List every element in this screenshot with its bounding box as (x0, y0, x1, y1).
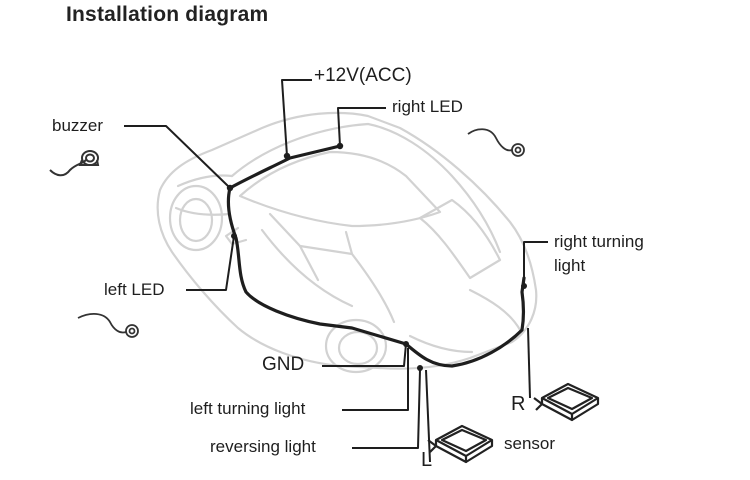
leader-left-led (186, 235, 235, 291)
wire-front (228, 144, 342, 190)
buzzer-label: buzzer (52, 116, 104, 135)
right-led-icon (467, 128, 525, 157)
right-turning-label-line1: right turning (554, 232, 644, 251)
left-led-icon (77, 313, 139, 338)
leader-gnd (322, 343, 407, 367)
sensor-r-icon (533, 382, 600, 422)
leader-sensor-r (527, 327, 531, 399)
right-led-label: right LED (392, 97, 463, 116)
junction-dots (226, 142, 527, 371)
gnd-label: GND (262, 354, 305, 375)
leader-lines (124, 79, 548, 463)
leader-reversing (352, 369, 421, 449)
car-outline (156, 111, 538, 374)
reversing-label: reversing light (210, 437, 316, 456)
acc-label: +12V(ACC) (314, 65, 412, 86)
sensor-label: sensor (504, 434, 556, 453)
leader-right-led (337, 107, 386, 147)
diagram-title: Installation diagram (66, 3, 269, 26)
wiring-harness (226, 144, 526, 368)
leader-left-turning (342, 348, 409, 411)
sensor-r-label: R (511, 393, 526, 415)
leader-sensor-l (425, 369, 431, 463)
sensor-l-icon (427, 424, 494, 464)
sensor-l-label: L (421, 449, 433, 471)
left-led-label: left LED (104, 280, 165, 299)
right-turning-label-line2: light (554, 256, 586, 275)
wire-rear (404, 276, 526, 368)
leader-right-turning (523, 241, 548, 286)
left-turning-label: left turning light (190, 399, 306, 418)
leader-buzzer (124, 125, 229, 187)
wire-left (226, 186, 408, 346)
leader-acc (281, 79, 312, 157)
buzzer-icon (49, 150, 100, 177)
